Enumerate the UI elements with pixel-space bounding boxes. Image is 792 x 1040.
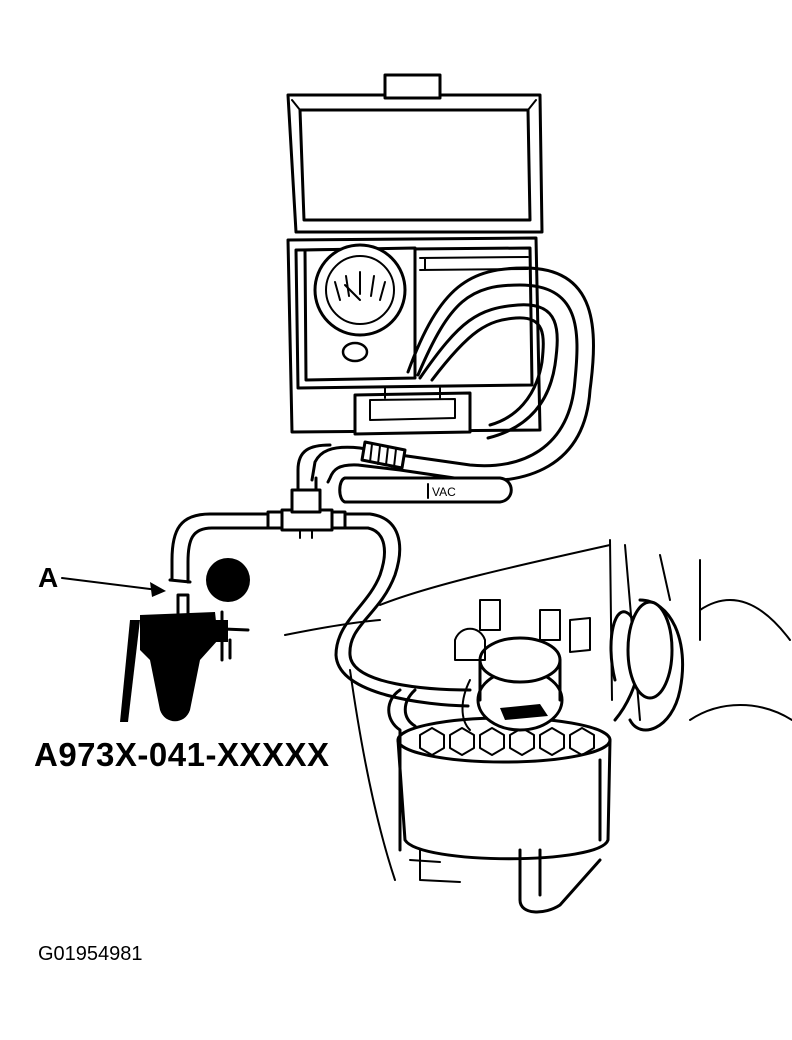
vacuum-gauge-dial <box>313 243 407 337</box>
tester-hoses <box>310 266 595 504</box>
tester-control-knob <box>341 341 369 363</box>
callout-label-a: A <box>38 562 59 593</box>
figure-code: G01954981 <box>38 943 143 965</box>
tool-part-number: A973X-041-XXXXX <box>34 736 330 773</box>
callout-a-arrow <box>61 577 166 597</box>
engine-intake-components <box>284 539 792 914</box>
tester-case-lid <box>286 73 544 234</box>
hand-vacuum-pump-tool <box>120 558 250 722</box>
hose-vac-label: VAC <box>432 485 456 499</box>
tee-fitting-assembly <box>168 443 472 708</box>
